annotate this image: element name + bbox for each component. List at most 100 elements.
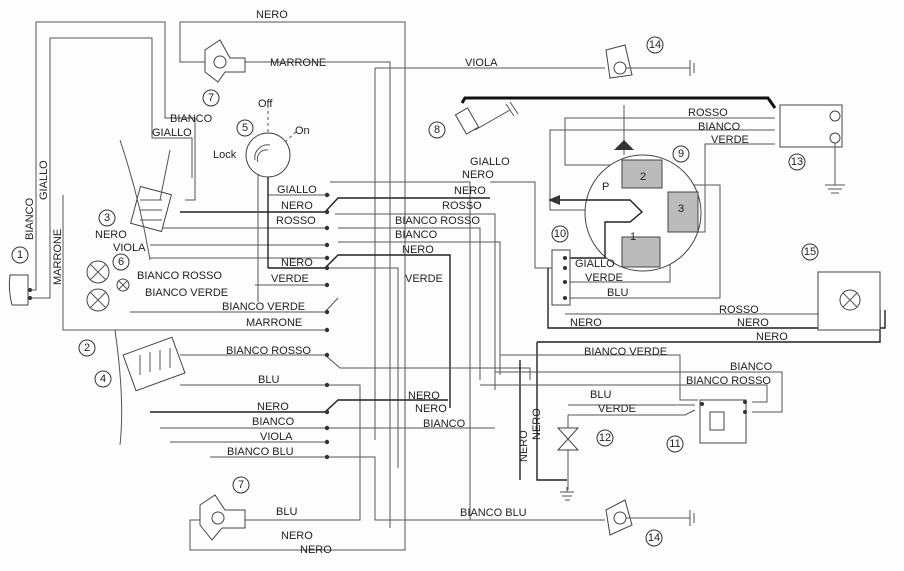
terminal [324,192,330,198]
callout-8: 8 [428,121,446,139]
terminal [324,382,330,388]
label: ROSSO [442,200,482,212]
ignition-coil [779,104,845,194]
wire-nero-c3 [150,399,448,413]
wire-giallo-left [50,37,193,178]
svg-text:7: 7 [238,479,244,491]
label: NERO [95,229,127,241]
terminal [324,255,330,261]
switch-on-label: On [295,125,310,137]
terminal [324,409,330,415]
wire-nero-top [180,21,406,551]
flywheel-magneto [548,105,702,272]
label: ROSSO [719,304,759,316]
label: GIALLO [152,127,192,139]
label: BIANCO VERDE [145,287,228,299]
label: GIALLO [470,156,510,168]
wire-reg-bianco [495,371,783,413]
label: VERDE [598,403,636,415]
label: NERO [256,9,288,21]
label: NERO [402,244,434,256]
wire-giallo-c [268,181,471,520]
label: VERDE [271,273,309,285]
callout-13: 13 [788,153,806,171]
label: NERO [408,390,440,402]
wire-bianco-left [36,21,196,201]
terminal [324,265,330,271]
terminal [324,309,330,315]
tail-lamp [817,271,881,331]
light-switch [119,139,172,261]
callouts: 1 2 3 4 5 6 7 7 8 9 10 11 12 13 14 14 15 [11,36,819,547]
label: BIANCO [698,121,741,133]
svg-text:4: 4 [100,373,106,385]
label: GIALLO [277,184,317,196]
svg-text:10: 10 [554,228,566,240]
spark-plug [454,101,519,135]
label: BIANCO BLU [460,507,527,519]
wire-b10-blu [565,184,721,299]
svg-text:15: 15 [804,246,816,258]
callout-11: 11 [666,435,684,453]
label: NERO [281,200,313,212]
rear-turn-signal-bottom [605,499,695,536]
svg-text:11: 11 [669,438,680,450]
connector-dots [324,192,330,460]
label: BIANCO [24,197,36,240]
svg-text:13: 13 [791,156,803,168]
callout-10: 10 [551,225,569,243]
callout-6: 6 [112,253,130,271]
svg-text:5: 5 [242,122,248,134]
label: BIANCO [730,361,773,373]
label: NERO [257,401,289,413]
wire-reg-bianco-rosso [480,384,768,403]
wire-c5 [150,241,501,375]
label: BLU [258,374,279,386]
turn-signal-front [204,39,246,83]
svg-text:8: 8 [434,124,440,136]
svg-text:1: 1 [17,249,23,261]
label: ROSSO [276,215,316,227]
switch-off-label: Off [258,98,273,110]
connector-block [551,249,571,306]
callout-3: 3 [98,209,116,227]
label: VIOLA [113,242,146,254]
wire-nero-vert [536,342,567,481]
label: VIOLA [260,431,293,443]
label: BIANCO ROSSO [686,375,771,387]
label: VERDE [585,272,623,284]
label: BIANCO ROSSO [395,215,480,227]
terminal [324,282,330,288]
terminal [324,439,330,445]
svg-text:3: 3 [104,212,110,224]
wire-rosso-c [150,213,496,390]
label: NERO [737,317,769,329]
wire-reg-bianco-verde [500,354,698,401]
stop-switch [556,427,580,501]
terminal [324,225,330,231]
label: GIALLO [575,258,615,270]
terminal [324,209,330,215]
wire-labels: NERO MARRONE VIOLA BIANCO GIALLO BIANCO … [24,9,788,556]
terminal [324,425,330,431]
wire-b10-giallo [490,181,565,269]
svg-text:12: 12 [599,432,611,444]
callout-9: 9 [672,145,690,163]
label: BIANCO [423,418,466,430]
label: MARRONE [270,57,326,69]
wire-b10-nero [547,268,886,329]
label: GIALLO [38,160,50,200]
terminal [324,352,330,358]
callout-2: 2 [78,339,96,357]
wire-coil-rosso [564,117,775,166]
wire-reg-verde [568,409,696,416]
wire-verde-c [255,267,399,468]
label: VIOLA [465,57,498,69]
terminal [324,454,330,460]
label: BIANCO ROSSO [137,270,222,282]
headlamp-bulbs [86,260,130,312]
horn [8,274,32,306]
callout-14a: 14 [646,36,664,54]
